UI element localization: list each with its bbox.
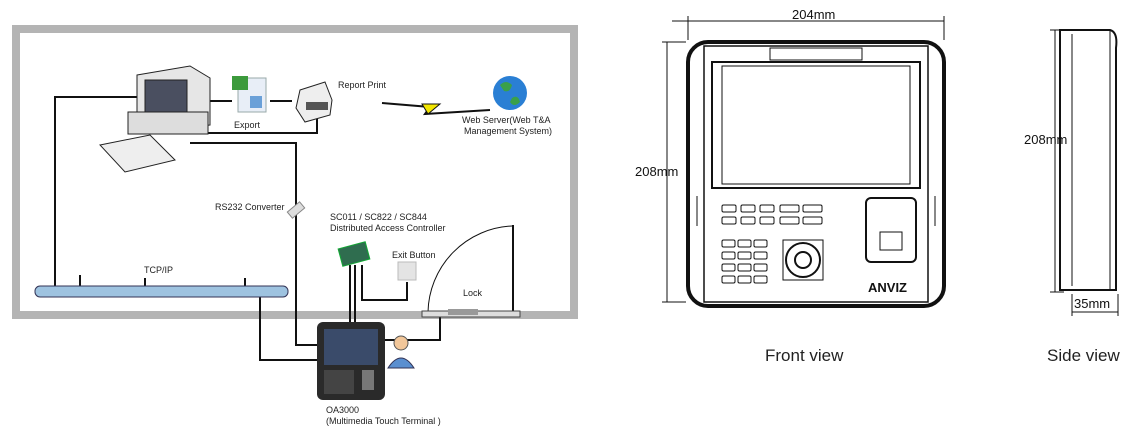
keypad-key (753, 251, 768, 260)
keypad-key (721, 239, 736, 248)
keypad-key (779, 204, 800, 213)
export-label: Export (234, 120, 261, 130)
controller-board-icon (337, 241, 371, 267)
report-print-label: Report Print (338, 80, 387, 90)
computer-icon (99, 65, 211, 173)
exit-button-icon (397, 261, 417, 281)
lock-label: Lock (463, 288, 483, 298)
keypad-key (740, 216, 756, 225)
front-view-label: Front view (765, 346, 844, 365)
keypad-key (721, 275, 736, 284)
keypad-key (737, 239, 752, 248)
keypad-key (721, 263, 736, 272)
terminal-label-2: (Multimedia Touch Terminal ) (326, 416, 441, 426)
keypad-key (779, 216, 800, 225)
keypad-key (737, 263, 752, 272)
exit-button-label: Exit Button (392, 250, 436, 260)
brand-logo: ANVIZ (868, 280, 907, 295)
keypad-key (737, 251, 752, 260)
globe-icon (493, 76, 527, 110)
excel-file-icon (232, 76, 267, 113)
keypad-key (721, 204, 737, 213)
front-view-drawing: ANVIZ (662, 16, 946, 308)
keypad-key (721, 251, 736, 260)
tcpip-bus (34, 285, 289, 298)
web-server-label-1: Web Server(Web T&A (462, 115, 551, 125)
front-width-dimension: 204mm (792, 7, 835, 22)
side-height-dimension: 208mm (1024, 132, 1067, 147)
keypad-key (737, 275, 752, 284)
controller-label-1: SC011 / SC822 / SC844 (330, 212, 427, 222)
keypad-key (753, 239, 768, 248)
door-icon (421, 225, 521, 318)
keypad-key (802, 216, 823, 225)
rs232-converter-icon (286, 201, 306, 219)
person-icon (387, 335, 415, 369)
keypad-key (753, 263, 768, 272)
keypad-key (759, 216, 775, 225)
keypad-key (753, 275, 768, 284)
web-server-label-2: Management System) (464, 126, 552, 136)
keypad-key (802, 204, 823, 213)
side-depth-dimension: 35mm (1074, 296, 1110, 311)
printer-icon (295, 81, 333, 123)
terminal-device-icon (317, 322, 385, 400)
lock-icon (448, 309, 478, 315)
keypad-key (759, 204, 775, 213)
rs232-label: RS232 Converter (215, 202, 285, 212)
keypad-key (721, 216, 737, 225)
terminal-label-1: OA3000 (326, 405, 359, 415)
side-view-label: Side view (1047, 346, 1120, 365)
controller-label-2: Distributed Access Controller (330, 223, 446, 233)
keypad-key (740, 204, 756, 213)
front-height-dimension: 208mm (635, 164, 678, 179)
side-view-drawing (1050, 29, 1119, 316)
tcpip-label: TCP/IP (144, 265, 173, 275)
